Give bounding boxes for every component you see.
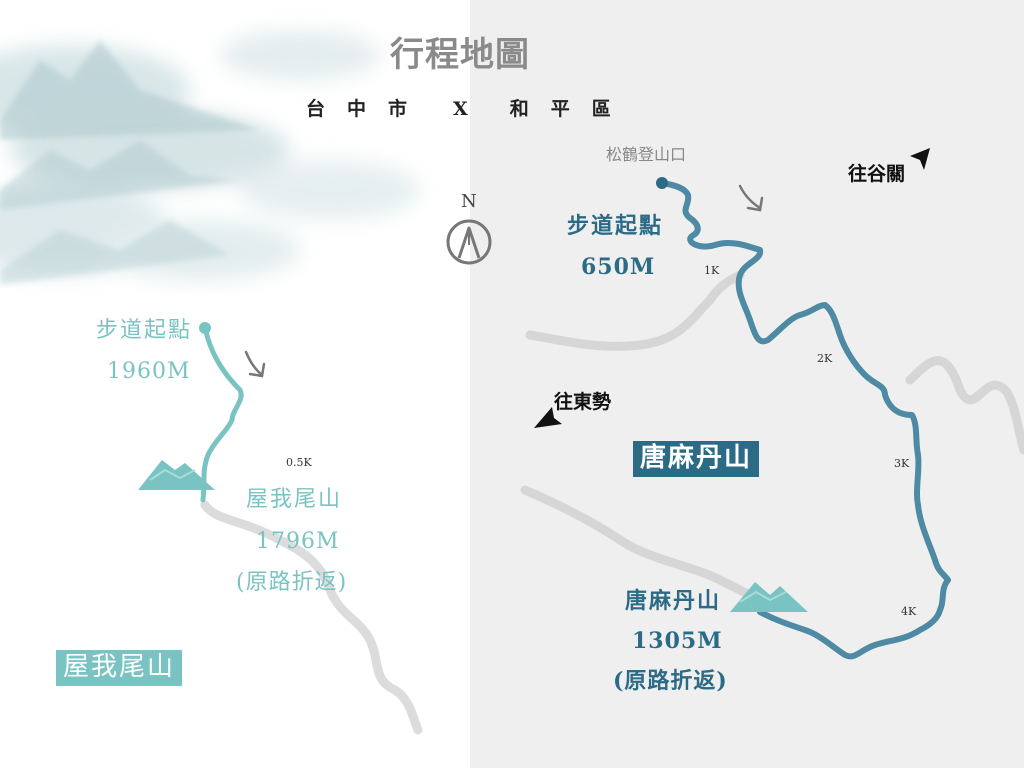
compass-icon [446,219,492,265]
distance-marker-3k: 3K [894,457,910,470]
left-start-elevation: 1960M [107,359,191,384]
road-lower [520,485,775,610]
left-route-tag: 屋我尾山 [56,650,183,686]
direction-label-guguan: 往谷關 [848,163,906,185]
subtitle-city: 台中市 [306,98,430,120]
left-peak-elevation: 1796M [256,529,340,554]
right-start-label: 步道起點 [567,213,664,239]
location-subtitle: 台中市 X 和平區 [306,100,633,119]
mountain-icon [730,582,808,612]
right-route-tag: 唐麻丹山 [633,441,760,477]
right-start-elevation: 650M [581,254,656,280]
subtitle-district: 和平區 [509,98,633,120]
page-title: 行程地圖 [390,35,530,75]
direction-label-dongshi: 往東勢 [554,391,612,413]
distance-marker-2k: 2K [817,352,833,365]
right-peak-name: 唐麻丹山 [625,588,722,614]
left-trail [200,325,244,503]
left-peak-name: 屋我尾山 [246,487,343,512]
left-distance-marker: 0.5K [286,456,312,469]
right-peak-note: (原路折返) [613,668,728,694]
left-peak-note: (原路折返) [236,570,348,595]
distance-marker-1k: 1K [704,264,720,277]
distance-marker-4k: 4K [901,605,917,618]
road-right-ridge [905,356,1024,455]
paper-background [470,0,1024,768]
direction-arrow-icon [534,407,562,428]
trailhead-label: 松鶴登山口 [606,145,687,164]
right-peak-elevation: 1305M [632,628,723,654]
start-point-icon [199,322,211,334]
start-point-icon [656,177,668,189]
right-trail [659,180,951,660]
trail-arrow-icon [244,350,266,378]
trail-arrow-icon [738,184,764,212]
road-upper [525,270,745,351]
direction-arrow-icon [910,148,930,170]
road-left [200,500,423,735]
compass-north-label: N [461,191,477,212]
subtitle-separator: X [453,98,470,120]
watercolor-peaks [0,40,260,285]
mountain-icon [138,460,215,490]
left-start-label: 步道起點 [96,318,193,343]
